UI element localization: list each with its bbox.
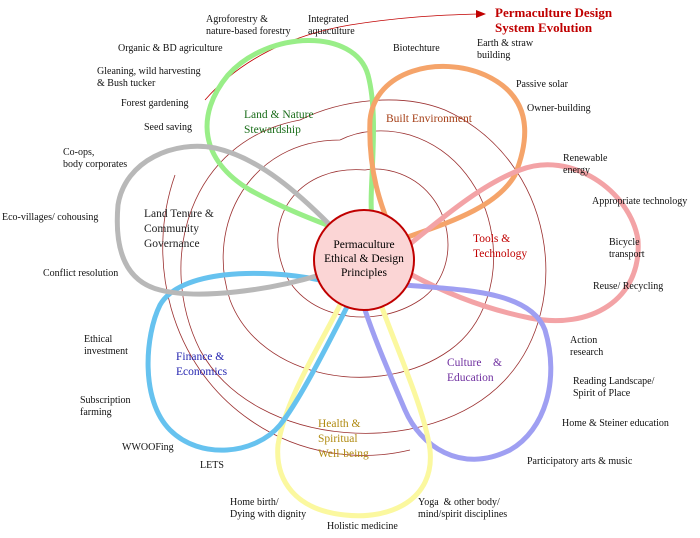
label-biotechture: Biotechture	[393, 43, 440, 54]
label-gleaning: Gleaning, wild harvesting & Bush tucker	[97, 66, 201, 89]
label-aquaculture: Integrated aquaculture	[308, 14, 355, 37]
label-participatory: Participatory arts & music	[527, 456, 633, 467]
spiral-ring-1	[277, 168, 449, 318]
label-conflict: Conflict resolution	[43, 268, 119, 279]
petal-title-health: Health & Spiritual Well-being	[318, 418, 369, 460]
spiral-ring-3	[180, 99, 547, 434]
label-wwoofing: WWOOFing	[122, 442, 174, 453]
petal-title-tools-technology: Tools & Technology	[473, 233, 528, 260]
label-lets: LETS	[200, 460, 224, 471]
label-home-steiner: Home & Steiner education	[562, 418, 669, 429]
petal-finance	[145, 270, 351, 453]
spiral-ring-2	[222, 130, 494, 378]
label-coops: Co-ops, body corporates	[63, 147, 128, 170]
label-action-research: Action research	[570, 335, 604, 358]
spiral-ring-4	[162, 174, 411, 456]
diagram-title: Permaculture Design System Evolution	[495, 5, 613, 35]
label-appropriate: Appropriate technology	[592, 196, 688, 207]
center-circle	[313, 209, 415, 311]
petal-title-land-tenure: Land Tenure & Community Governance	[144, 208, 214, 250]
label-bicycle: Bicycle transport	[609, 237, 645, 260]
label-forest-gardening: Forest gardening	[121, 98, 189, 109]
label-organic: Organic & BD agriculture	[118, 43, 223, 54]
petal-title-land-nature: Land & Nature Stewardship	[244, 109, 314, 136]
label-subscription: Subscription farming	[80, 395, 131, 418]
petal-title-culture-education: Culture & Education	[447, 357, 502, 384]
label-ecovillages: Eco-villages/ cohousing	[2, 212, 99, 223]
label-holistic: Holistic medicine	[327, 521, 398, 532]
label-owner-building: Owner-building	[527, 103, 591, 114]
petals	[114, 38, 641, 519]
evolution-spiral	[162, 10, 547, 456]
spiral-arrow	[204, 13, 479, 101]
label-yoga: Yoga & other body/ mind/spirit disciplin…	[418, 497, 508, 520]
label-agroforestry: Agroforestry & nature-based forestry	[206, 14, 291, 37]
label-ethical-investment: Ethical investment	[84, 334, 128, 357]
petal-culture-education	[362, 282, 554, 462]
label-passive-solar: Passive solar	[516, 79, 568, 90]
spiral-arrowhead	[476, 10, 486, 18]
label-reading-landscape: Reading Landscape/ Spirit of Place	[573, 376, 655, 399]
label-earth-straw: Earth & straw building	[477, 38, 534, 61]
petal-health	[275, 299, 433, 519]
label-seed-saving: Seed saving	[144, 122, 193, 133]
petal-built-environment	[367, 63, 528, 243]
petal-title-finance: Finance & Economics	[176, 351, 228, 378]
petal-title-built-environment: Built Environment	[386, 113, 472, 125]
petal-land-nature	[204, 38, 376, 235]
label-renewable: Renewable energy	[563, 153, 608, 176]
label-home-birth: Home birth/ Dying with dignity	[230, 497, 307, 520]
petal-tools-technology	[402, 162, 641, 324]
label-reuse: Reuse/ Recycling	[593, 281, 664, 292]
petal-land-tenure	[114, 143, 333, 297]
center-label: Permaculture Ethical & Design Principles	[324, 239, 404, 279]
